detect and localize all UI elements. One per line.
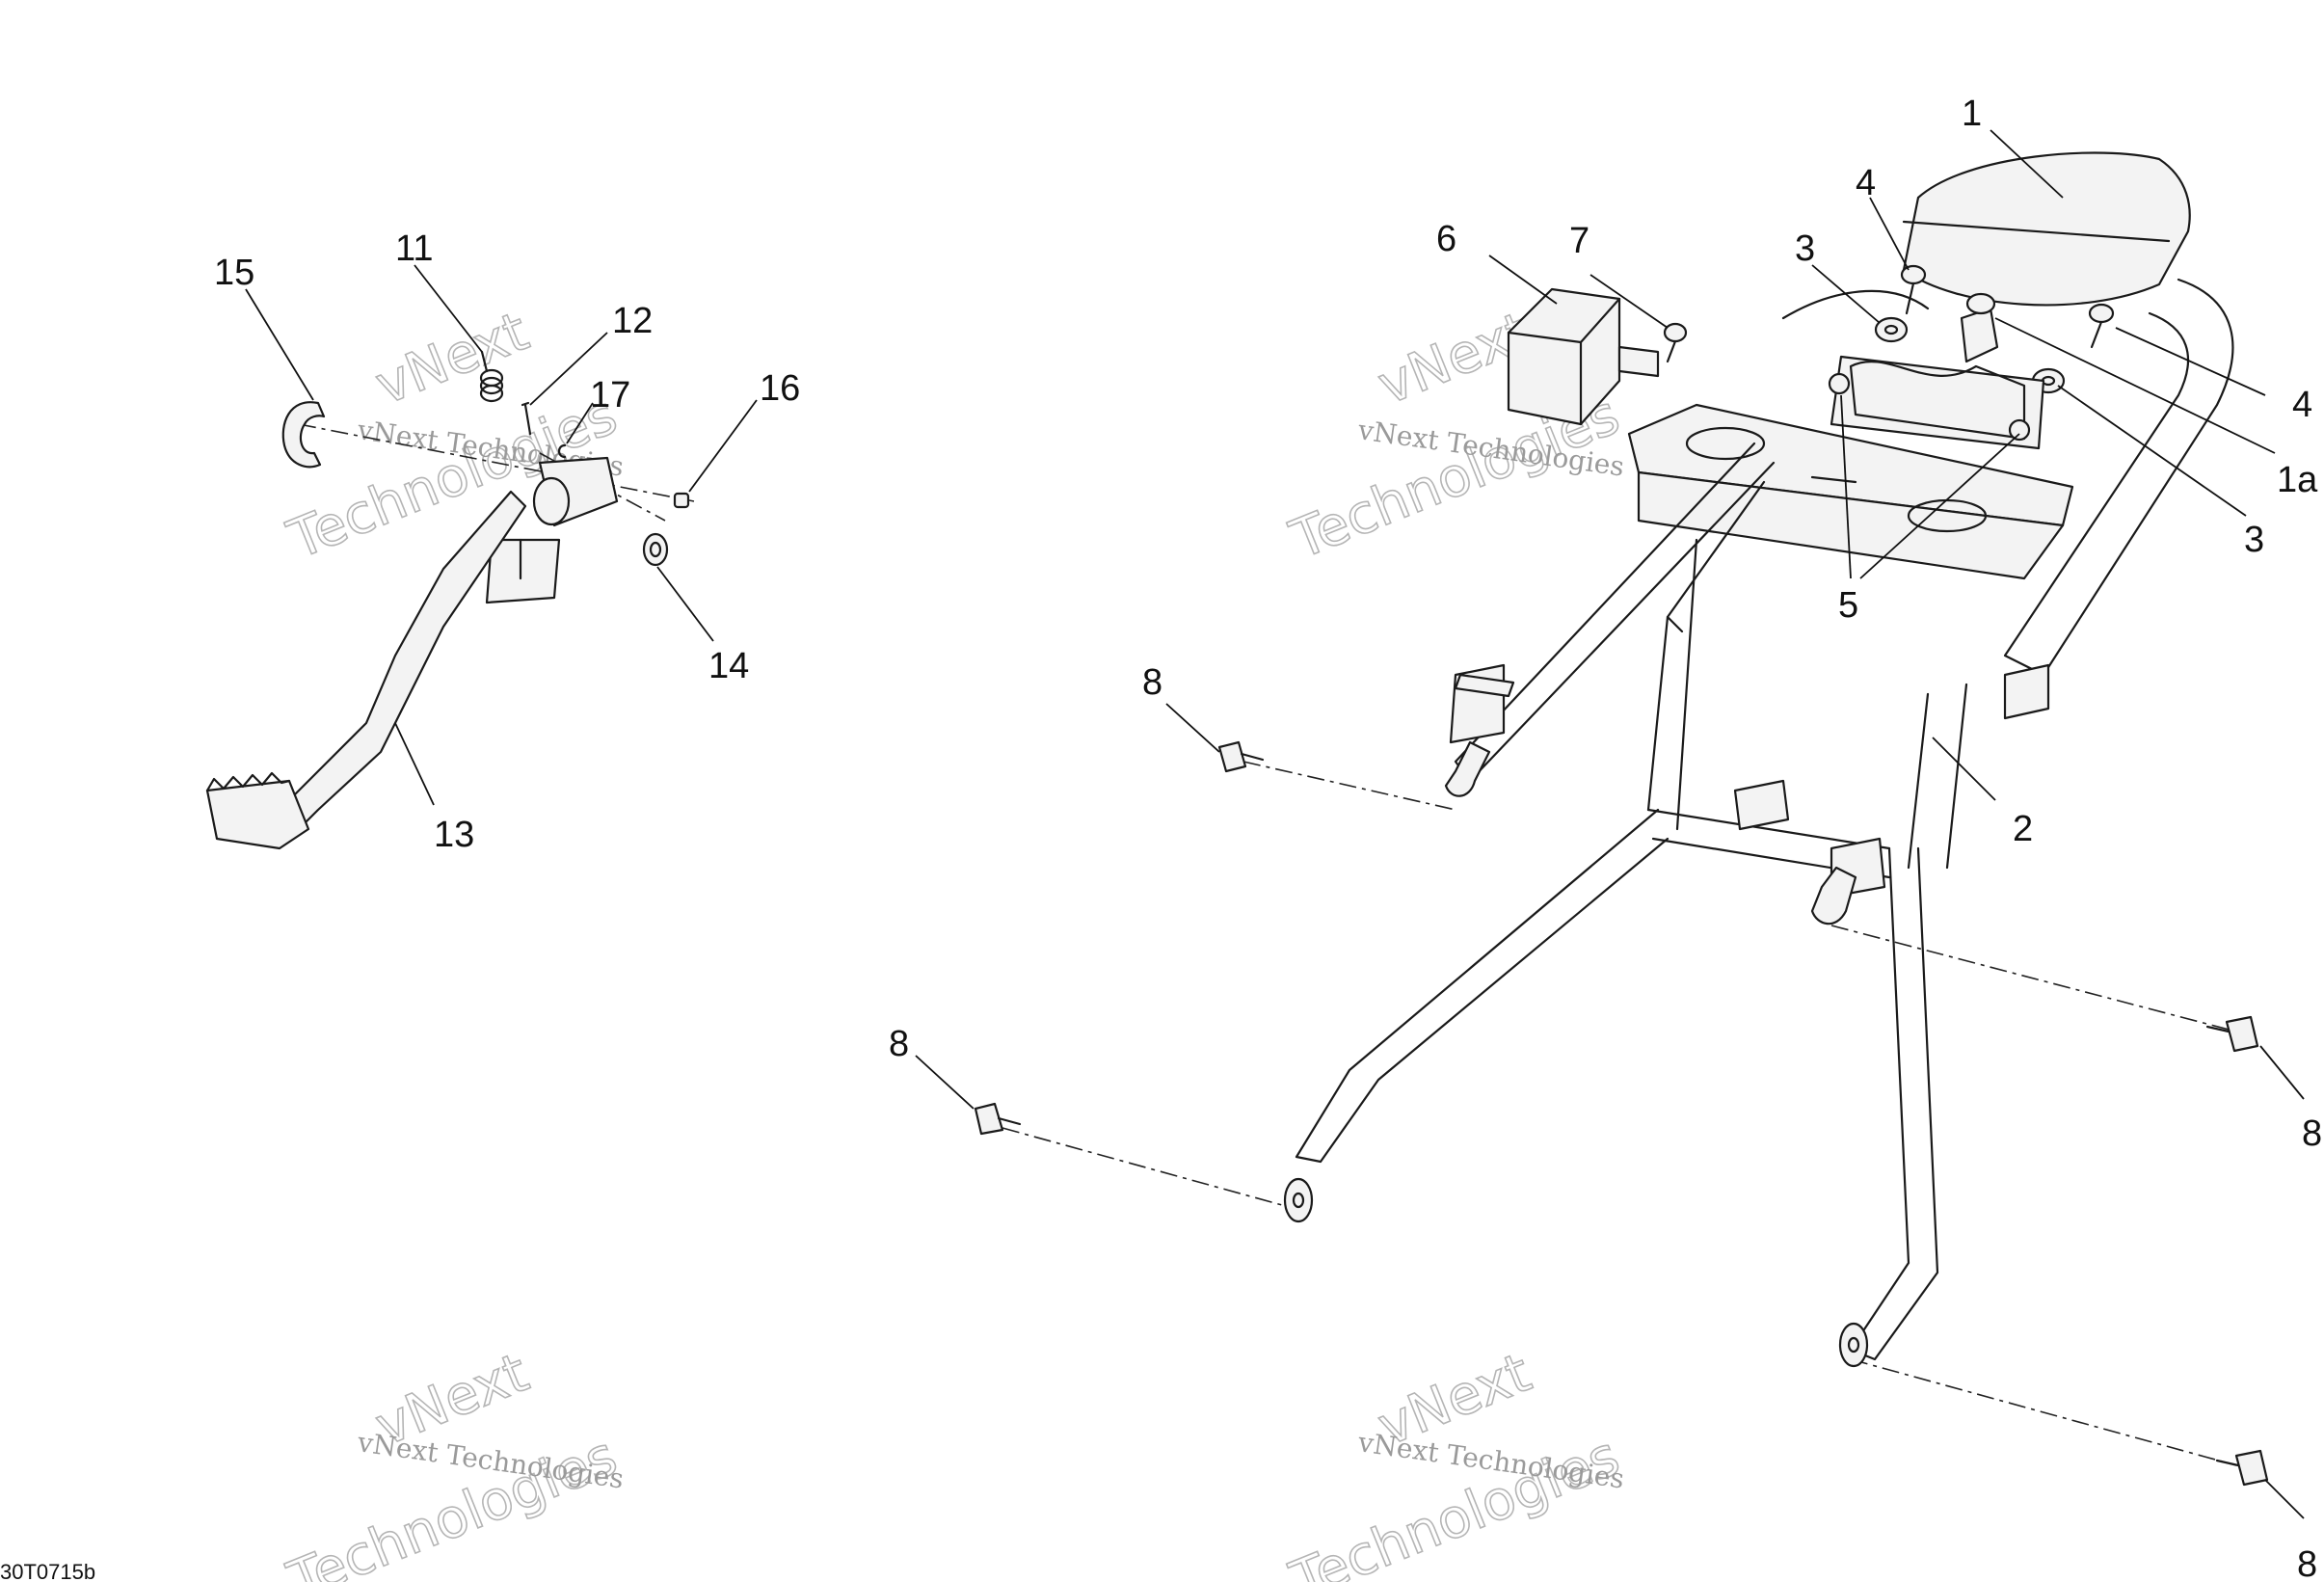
c-clip-part-17: [557, 443, 567, 459]
lamp-socket-part-1a: [1960, 292, 1999, 363]
callout-2: 2: [2013, 809, 2033, 849]
watermark-bottom-left: vNext Technologies vNext Technologies: [279, 1341, 626, 1582]
bolt-part-8-upper-right: [2205, 1015, 2259, 1053]
watermark-top-left: vNext Technologies vNext Technologies: [279, 300, 626, 574]
callout-6: 6: [1436, 219, 1456, 259]
callout-13: 13: [434, 815, 474, 855]
bolt-part-8-lower-right: [2215, 1449, 2269, 1487]
bolt-part-8-lower-left: [974, 1102, 1022, 1136]
callout-8-right-lower: 8: [2297, 1544, 2317, 1582]
callout-1: 1: [1962, 94, 1982, 134]
callout-4-top: 4: [1856, 163, 1876, 203]
subframe-assembly: [974, 151, 2269, 1487]
screw-part-7: [1663, 322, 1688, 363]
screw-part-4-right: [2088, 303, 2115, 349]
washer-part-14: [642, 532, 669, 567]
bolt-part-8-upper-left: [1217, 740, 1265, 773]
callout-15: 15: [214, 253, 254, 293]
leader-lines: [245, 129, 2305, 1519]
svg-text:vNext: vNext: [367, 300, 537, 417]
bolt-axis-line-lower-right: [1850, 1358, 2237, 1466]
diagram-code: 30T0715b: [0, 1560, 95, 1582]
nut-part-5-right: [2008, 418, 2031, 442]
callout-8-left-lower: 8: [889, 1024, 909, 1064]
callout-16: 16: [760, 368, 800, 409]
bolt-axis-line-upper-left: [1242, 761, 1456, 811]
callout-3-right: 3: [2244, 520, 2264, 560]
brake-pedal-assembly: [205, 350, 695, 850]
callout-3-top: 3: [1795, 228, 1815, 269]
callout-17: 17: [590, 375, 630, 416]
module-box-part-6: [1507, 287, 1660, 426]
license-bracket: [1627, 355, 2074, 580]
callout-1a: 1a: [2277, 460, 2318, 500]
pin-part-12: [521, 401, 532, 436]
callout-8-right-upper: 8: [2302, 1113, 2322, 1154]
callout-4-right: 4: [2292, 385, 2312, 425]
bolt-axis-line-lower-left: [1002, 1127, 1283, 1206]
subframe-part-2: [1283, 278, 2234, 1368]
callout-8-left-upper: 8: [1142, 662, 1162, 703]
callout-7: 7: [1569, 221, 1589, 261]
screw-part-4-left: [1900, 264, 1927, 315]
callout-5: 5: [1838, 585, 1858, 626]
watermark-bottom-right: vNext Technologies vNext Technologies: [1281, 1341, 1628, 1582]
callout-labels: 15 11 12 17 16 14 13 1 4 3 6 7 4 1a 3 5 …: [0, 94, 2322, 1582]
callout-12: 12: [612, 301, 653, 341]
callout-11: 11: [395, 228, 433, 269]
pedal-pivot-bracket: [485, 456, 619, 604]
eyelet-lower-left: [1283, 1177, 1314, 1223]
bushing-part-16: [673, 492, 690, 509]
callout-14: 14: [708, 646, 749, 686]
clip-part-15: [281, 401, 326, 469]
eyelet-lower-right: [1838, 1322, 1869, 1368]
brake-pedal-pad: [205, 779, 310, 850]
spring-part-11: [479, 350, 504, 403]
bolt-axis-line-upper-right: [1830, 925, 2237, 1032]
grommet-part-3-left: [1874, 316, 1909, 343]
tail-light-part-1: [1902, 151, 2191, 307]
pivot-axis-line: [298, 423, 695, 502]
nut-part-5-left: [1828, 372, 1851, 395]
